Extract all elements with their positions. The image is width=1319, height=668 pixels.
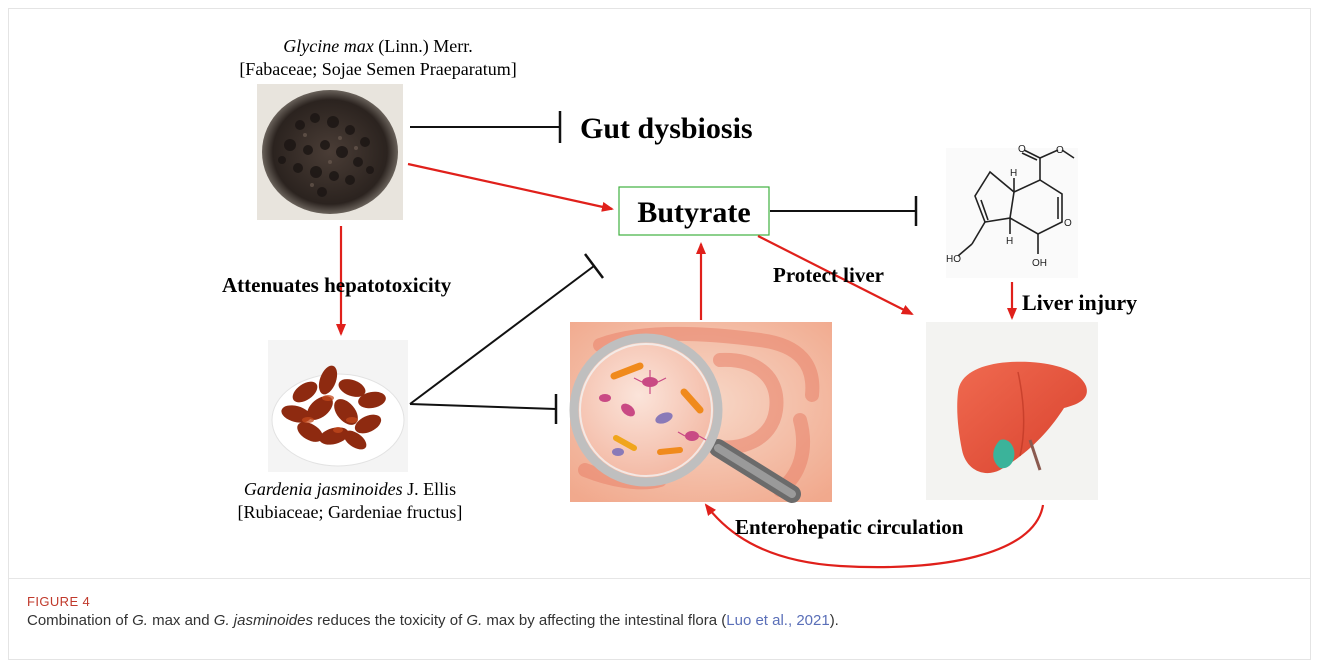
caption-segment: max by affecting the intestinal flora ( [482, 612, 726, 629]
butyrate-label: Butyrate [637, 196, 750, 229]
atom-ho: HO [946, 254, 961, 265]
atom-h-top: H [1010, 168, 1017, 179]
glycine-italic-name: Glycine max [283, 36, 373, 56]
gardenia-image [268, 340, 408, 472]
caption-segment: max and [148, 612, 214, 629]
atom-carbonyl-o: O [1018, 144, 1026, 155]
inhibit-line-gardenia-to-gut [410, 404, 556, 409]
caption-segment: Combination of [27, 612, 132, 629]
figure-diagram: Glycine max (Linn.) Merr. [Fabaceae; Soj… [0, 0, 1319, 578]
intestinal-flora-image [570, 322, 832, 502]
gardenia-authority: J. Ellis [403, 479, 457, 499]
atom-ring-o: O [1064, 218, 1072, 229]
enterohepatic-circulation-label: Enterohepatic circulation [735, 515, 964, 539]
gardenia-italic-name: Gardenia jasminoides [244, 479, 403, 499]
caption-segment-italic: G. jasminoides [214, 612, 313, 629]
soybean-image [257, 84, 403, 220]
atom-oh: OH [1032, 258, 1047, 269]
citation-link[interactable]: Luo et al., 2021 [726, 612, 829, 629]
caption-segment-italic: G. [466, 612, 482, 629]
inhibit-bar-gardenia-to-butyrate [585, 254, 603, 278]
gardenia-title: Gardenia jasminoides J. Ellis [244, 479, 456, 499]
caption-divider [9, 578, 1310, 579]
atom-h-bottom: H [1006, 236, 1013, 247]
glycine-authority: (Linn.) Merr. [374, 36, 473, 57]
figure-label: FIGURE 4 [27, 594, 90, 609]
caption-segment-italic: G. [132, 612, 148, 629]
liver-image [926, 322, 1098, 500]
caption-segment-end: ). [830, 612, 839, 629]
gut-dysbiosis-label: Gut dysbiosis [580, 112, 753, 145]
glycine-family: [Fabaceae; Sojae Semen Praeparatum] [239, 59, 516, 79]
arrow-soy-to-butyrate [408, 164, 612, 209]
geniposide-structure-image: O O H O H HO OH [946, 144, 1078, 278]
atom-ester-o: O [1056, 145, 1064, 156]
attenuates-hepatotoxicity-label: Attenuates hepatotoxicity [222, 273, 452, 297]
figure-caption: Combination of G. max and G. jasminoides… [27, 612, 839, 629]
gardenia-family: [Rubiaceae; Gardeniae fructus] [238, 502, 463, 522]
protect-liver-label: Protect liver [773, 263, 884, 287]
liver-injury-label: Liver injury [1022, 290, 1137, 315]
glycine-title: Glycine max (Linn.) Merr. [283, 36, 472, 57]
caption-segment: reduces the toxicity of [313, 612, 466, 629]
